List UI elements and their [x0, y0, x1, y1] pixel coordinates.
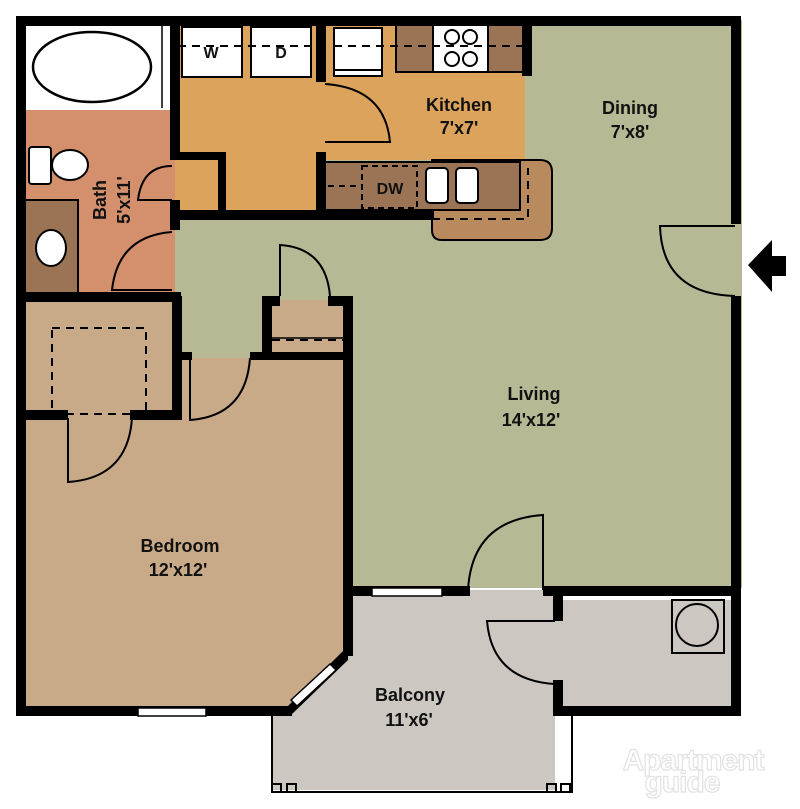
- toilet-tank-icon: [28, 146, 52, 185]
- windows: [137, 587, 443, 717]
- balcony-name: Balcony: [375, 685, 445, 705]
- room-fills: [20, 20, 742, 790]
- balcony-floor: [272, 590, 740, 790]
- entry-door: [658, 225, 736, 297]
- balcony-size: 11'x6': [385, 710, 433, 730]
- sink-icon: [35, 229, 67, 267]
- kitchen-name: Kitchen: [426, 95, 492, 115]
- fixtures: W D DW: [24, 23, 725, 654]
- washer-label: W: [203, 45, 219, 62]
- bedroom-name: Bedroom: [140, 536, 219, 556]
- bath-name: Bath: [90, 180, 110, 220]
- bedroom-angled-window: [289, 662, 338, 708]
- laundry-door: [324, 83, 392, 143]
- bedroom-door: [189, 357, 251, 422]
- kitchen-sink-right-icon: [455, 167, 479, 204]
- bath-size: 5'x11': [114, 176, 134, 224]
- water-heater-icon: [675, 603, 719, 647]
- water-heater-box: [671, 599, 725, 654]
- bedroom-window: [137, 707, 207, 717]
- dishwasher-label: DW: [377, 181, 405, 198]
- vanity-cabinet: [24, 199, 79, 299]
- balcony-door: [467, 513, 544, 591]
- dining-size: 7'x8': [611, 122, 650, 142]
- hall-floor: [172, 218, 262, 358]
- dryer-icon: [250, 26, 312, 78]
- watermark-logo: Apartment guide: [622, 743, 766, 799]
- watermark-line1: Apartment: [622, 744, 764, 777]
- lower-cabinet: [324, 161, 521, 211]
- stove-icon: [432, 23, 489, 73]
- bedroom-size: 12'x12': [149, 560, 208, 580]
- dryer-label: D: [275, 45, 287, 62]
- closet-shelf: [51, 327, 147, 415]
- kitchen-size: 7'x7': [440, 118, 479, 138]
- balcony-railing: [271, 716, 573, 793]
- storage-door: [485, 620, 556, 685]
- doors: [67, 83, 736, 685]
- living-window: [371, 587, 443, 597]
- washer-icon: [181, 26, 243, 78]
- kitchen-sink-left-icon: [425, 167, 449, 204]
- living-name: Living: [508, 384, 561, 404]
- dining-name: Dining: [602, 98, 658, 118]
- bedroom-closet-floor: [20, 300, 180, 415]
- watermark-line2: guide: [645, 766, 720, 799]
- bath-closet-door: [136, 165, 173, 201]
- bedroom-closet-door: [67, 417, 133, 484]
- arrow-left-icon: [748, 240, 786, 292]
- bathtub-icon: [31, 30, 153, 104]
- linen-closet-door: [279, 243, 331, 297]
- living-size: 14'x12': [502, 410, 561, 430]
- toilet-bowl-icon: [51, 149, 89, 181]
- room-labels: Kitchen 7'x7' Dining 7'x8' Bath 5'x11' L…: [90, 95, 658, 730]
- refrigerator-icon: [333, 27, 383, 77]
- bath-door: [110, 231, 173, 291]
